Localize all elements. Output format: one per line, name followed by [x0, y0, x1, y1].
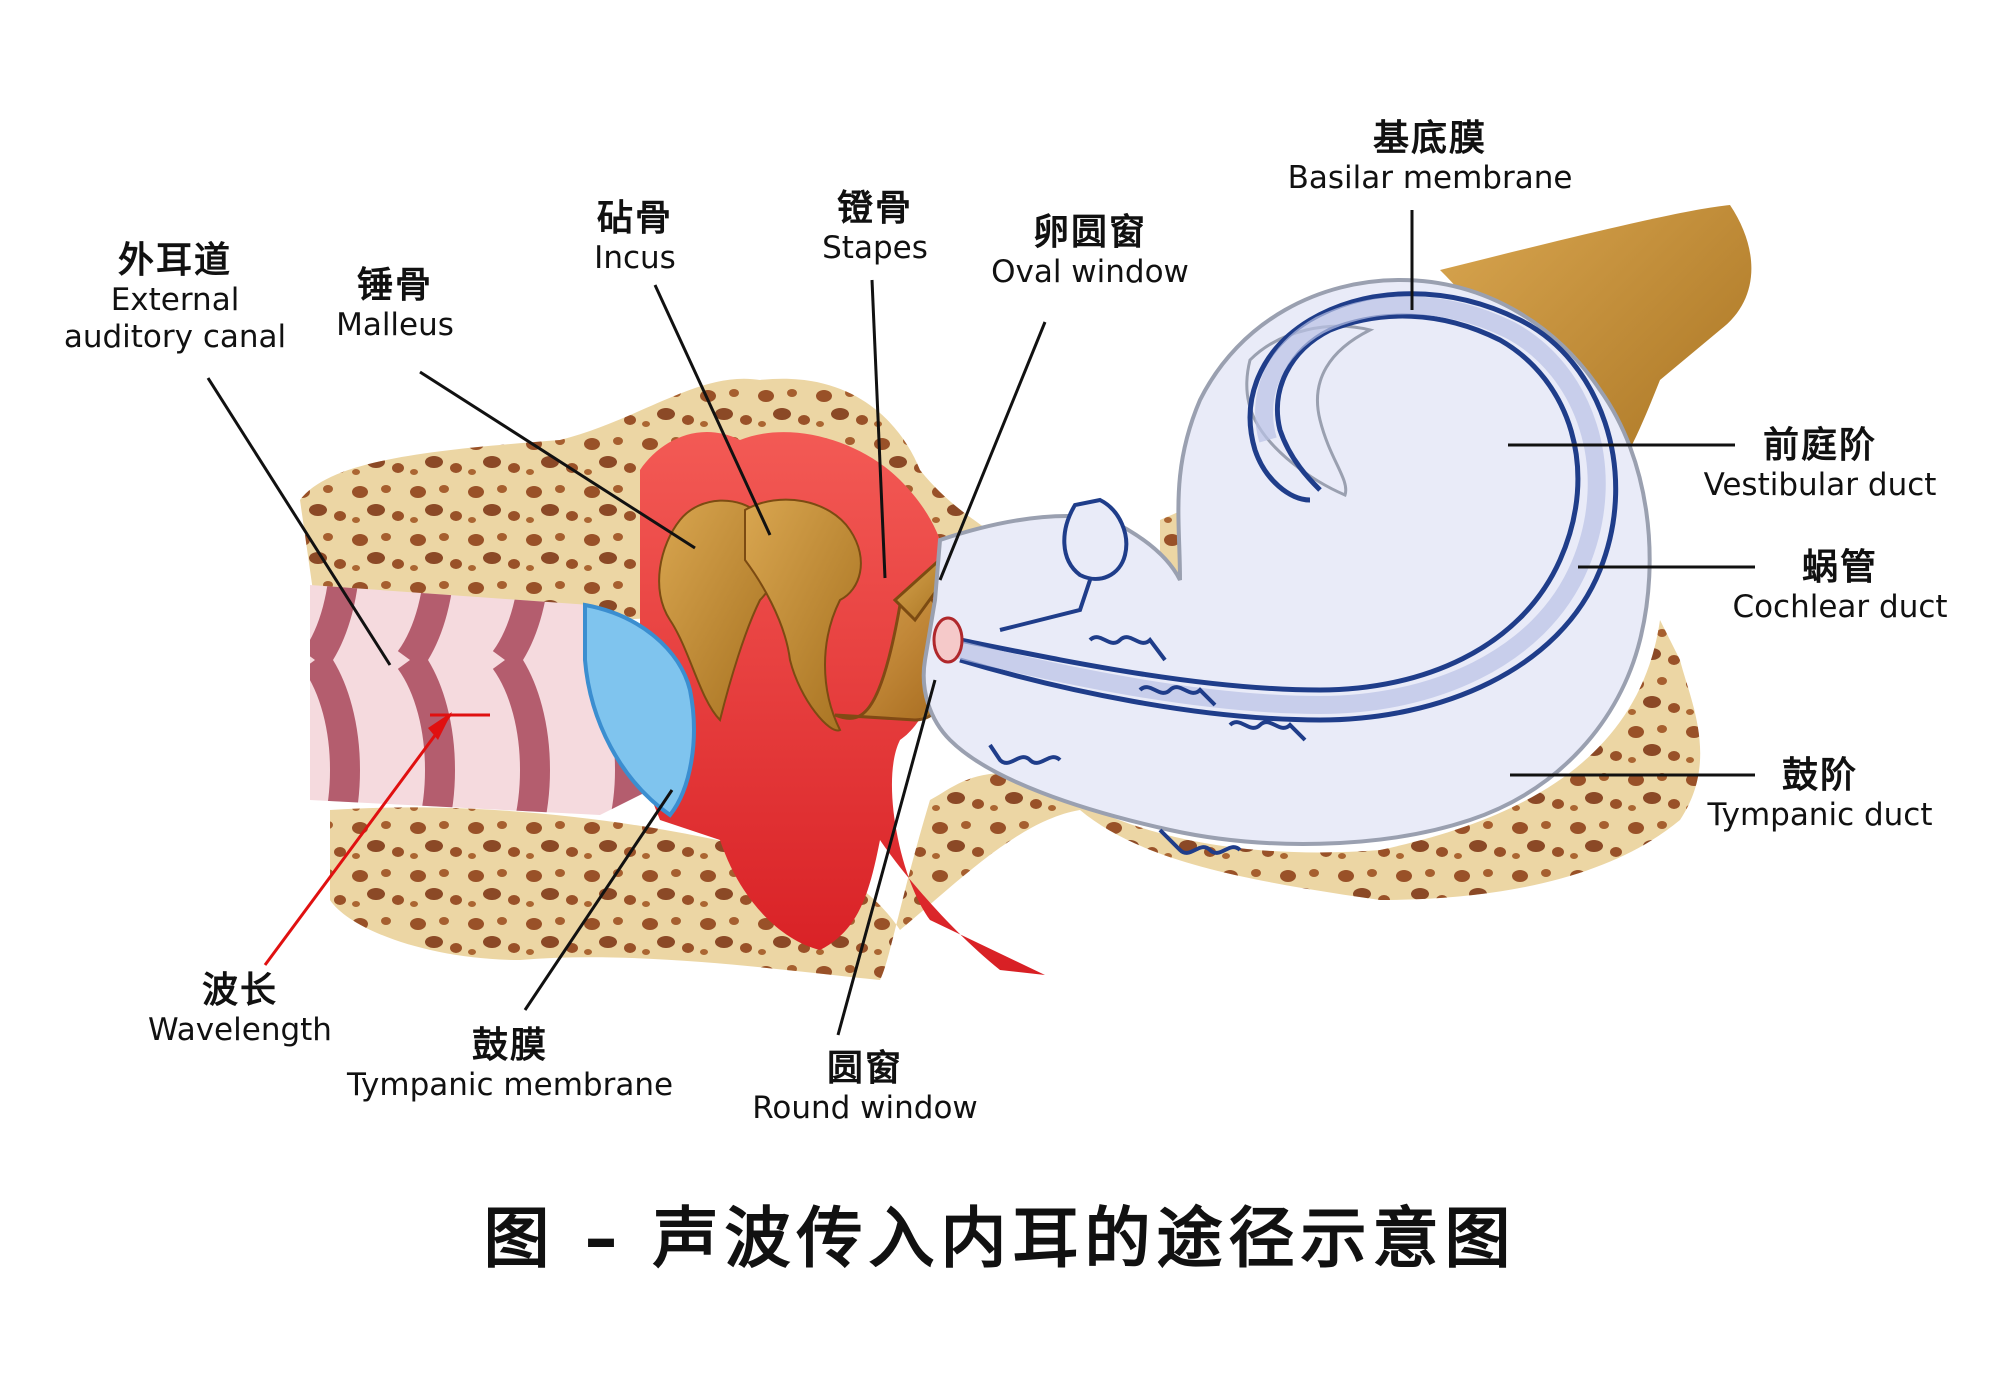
fluid-wave-arrows	[988, 635, 1307, 855]
label-zh: 前庭阶	[1762, 425, 1877, 466]
label-cochlear-duct: 蜗管 Cochlear duct	[1720, 547, 1960, 626]
leader-lines	[206, 210, 1755, 1036]
label-en: Oval window	[991, 254, 1189, 291]
label-round-window: 圆窗 Round window	[740, 1048, 990, 1127]
label-en: Cochlear duct	[1732, 589, 1948, 626]
label-en: Vestibular duct	[1703, 467, 1937, 504]
label-zh: 基底膜	[1372, 118, 1487, 159]
label-en: Wavelength	[148, 1012, 332, 1049]
incus-bone	[744, 498, 862, 732]
label-external-auditory-canal: 外耳道 External auditory canal	[50, 240, 300, 356]
label-en: Tympanic membrane	[346, 1067, 674, 1104]
label-tympanic-membrane: 鼓膜 Tympanic membrane	[345, 1025, 675, 1104]
label-zh: 镫骨	[836, 188, 913, 229]
label-stapes: 镫骨 Stapes	[795, 188, 955, 267]
label-en: Incus	[594, 240, 676, 277]
label-basilar-membrane: 基底膜 Basilar membrane	[1280, 118, 1580, 197]
label-en: Stapes	[822, 230, 928, 267]
label-zh: 卵圆窗	[1032, 212, 1147, 253]
label-tympanic-duct: 鼓阶 Tympanic duct	[1700, 755, 1940, 834]
label-zh: 鼓膜	[471, 1025, 548, 1066]
label-zh: 圆窗	[826, 1048, 903, 1089]
figure-caption: 图 – 声波传入内耳的途径示意图	[483, 1200, 1517, 1277]
label-zh: 鼓阶	[1781, 755, 1858, 796]
label-incus: 砧骨 Incus	[560, 198, 710, 277]
label-oval-window: 卵圆窗 Oval window	[975, 212, 1205, 291]
basilar-membrane-band	[959, 313, 1581, 693]
cochlea-body	[921, 277, 1652, 846]
label-zh: 外耳道	[117, 240, 232, 281]
label-en: Round window	[752, 1090, 978, 1127]
temporal-bone-ridge	[1440, 205, 1752, 520]
label-zh: 砧骨	[596, 198, 673, 239]
label-en: Malleus	[336, 307, 454, 344]
label-malleus: 锤骨 Malleus	[310, 265, 480, 344]
wavelength-leader	[263, 714, 452, 966]
label-en: Basilar membrane	[1287, 160, 1573, 197]
label-zh: 波长	[201, 970, 278, 1011]
label-en: auditory canal	[63, 319, 287, 356]
label-en: Tympanic duct	[1707, 797, 1933, 834]
vestibule	[999, 497, 1129, 632]
label-vestibular-duct: 前庭阶 Vestibular duct	[1700, 425, 1940, 504]
label-zh: 蜗管	[1801, 547, 1878, 588]
label-wavelength: 波长 Wavelength	[140, 970, 340, 1049]
label-en: External	[110, 282, 240, 319]
tympanic-membrane-shape	[583, 602, 696, 818]
label-zh: 锤骨	[356, 265, 433, 306]
wavelength-arrowhead	[428, 712, 452, 740]
oval-window-shape	[932, 616, 964, 664]
